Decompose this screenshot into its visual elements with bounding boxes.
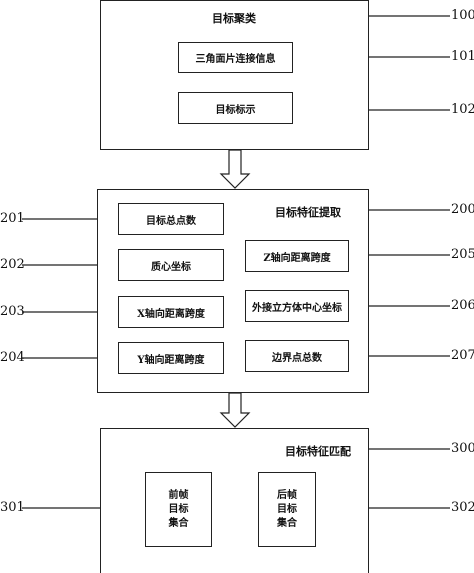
box-205: Z轴向距离跨度 xyxy=(245,240,349,272)
box-301-line-1: 前帧 xyxy=(168,489,189,501)
arrow-200-300 xyxy=(219,392,251,428)
box-102: 目标标示 xyxy=(178,92,293,124)
box-302-line-2: 目标 xyxy=(277,503,297,515)
box-302-line-1: 后帧 xyxy=(277,489,297,501)
box-204-label: Y轴向距离跨度 xyxy=(137,354,205,366)
box-207: 边界点总数 xyxy=(245,340,349,372)
ref-102: 102 xyxy=(451,102,474,117)
ref-205: 205 xyxy=(451,247,474,262)
group-100-title: 目标聚类 xyxy=(212,12,256,25)
box-202: 质心坐标 xyxy=(118,249,224,281)
ref-302: 302 xyxy=(451,500,474,515)
ref-201: 201 xyxy=(0,211,25,226)
group-300-box xyxy=(100,428,369,573)
box-207-label: 边界点总数 xyxy=(272,352,322,364)
box-203: X轴向距离跨度 xyxy=(118,296,224,328)
ref-300: 300 xyxy=(451,441,474,456)
ref-206: 206 xyxy=(451,298,474,313)
ref-100: 100 xyxy=(451,8,474,23)
ref-200: 200 xyxy=(451,202,474,217)
box-201-label: 目标总点数 xyxy=(146,215,196,227)
box-301-line-2: 目标 xyxy=(168,503,189,515)
box-206-label: 外接立方体中心坐标 xyxy=(252,302,342,314)
box-204: Y轴向距离跨度 xyxy=(118,342,224,374)
box-201: 目标总点数 xyxy=(118,203,224,235)
group-200-title: 目标特征提取 xyxy=(275,206,341,219)
ref-202: 202 xyxy=(0,257,25,272)
box-301: 前帧 目标 集合 xyxy=(145,472,212,547)
box-302: 后帧 目标 集合 xyxy=(258,472,316,547)
box-202-label: 质心坐标 xyxy=(151,261,191,273)
box-101: 三角面片连接信息 xyxy=(178,42,293,73)
ref-301: 301 xyxy=(0,500,25,515)
ref-101: 101 xyxy=(451,49,474,64)
group-300-title: 目标特征匹配 xyxy=(285,445,351,458)
box-102-label: 目标标示 xyxy=(215,104,256,116)
box-205-label: Z轴向距离跨度 xyxy=(263,252,331,264)
box-302-line-3: 集合 xyxy=(277,517,297,529)
group-100-box xyxy=(100,0,369,150)
box-101-label: 三角面片连接信息 xyxy=(195,54,276,65)
arrow-100-200 xyxy=(219,149,251,189)
ref-203: 203 xyxy=(0,304,25,319)
box-206: 外接立方体中心坐标 xyxy=(245,290,349,322)
ref-204: 204 xyxy=(0,350,25,365)
box-301-line-3: 集合 xyxy=(168,517,189,529)
box-203-label: X轴向距离跨度 xyxy=(137,308,205,320)
ref-207: 207 xyxy=(451,348,474,363)
